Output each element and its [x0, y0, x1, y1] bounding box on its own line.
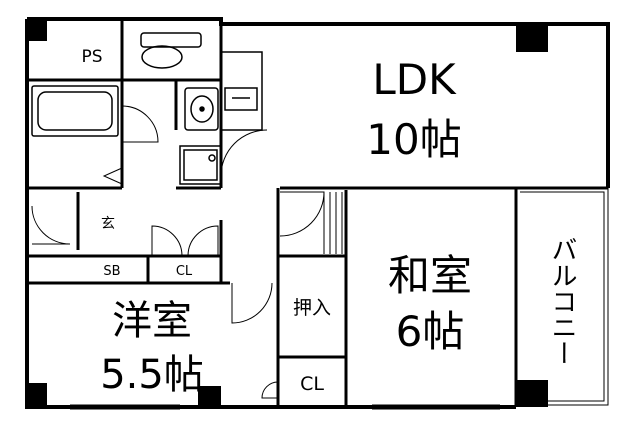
outer-walls	[25, 17, 610, 409]
youshitsu-name: 洋室	[112, 298, 192, 344]
balcony-label: バルコニー	[547, 236, 577, 366]
pipe-space-label: PS	[81, 47, 102, 67]
pillars	[27, 19, 548, 407]
closet-western-label: CL	[300, 373, 324, 395]
bathtub-icon	[31, 85, 119, 137]
step-lines	[323, 192, 343, 254]
kitchen-counter-icon	[221, 51, 263, 131]
youshitsu-size: 5.5帖	[100, 352, 204, 398]
washitsu-name: 和室	[388, 251, 472, 300]
shoe-box-label: SB	[103, 264, 120, 279]
interior-walls	[27, 19, 608, 407]
entrance-label: 玄	[101, 215, 115, 232]
washing-machine-icon	[179, 145, 222, 185]
toilet-icon	[140, 32, 202, 69]
ldk-name: LDK	[372, 55, 457, 104]
closet-small-label: CL	[176, 264, 193, 279]
window-marks	[70, 404, 500, 410]
oshiire-label: 押入	[293, 297, 331, 319]
door-swings	[31, 105, 325, 399]
ldk-size: 10帖	[366, 115, 461, 164]
washitsu-size: 6帖	[396, 307, 465, 356]
washbasin-icon	[184, 87, 219, 131]
